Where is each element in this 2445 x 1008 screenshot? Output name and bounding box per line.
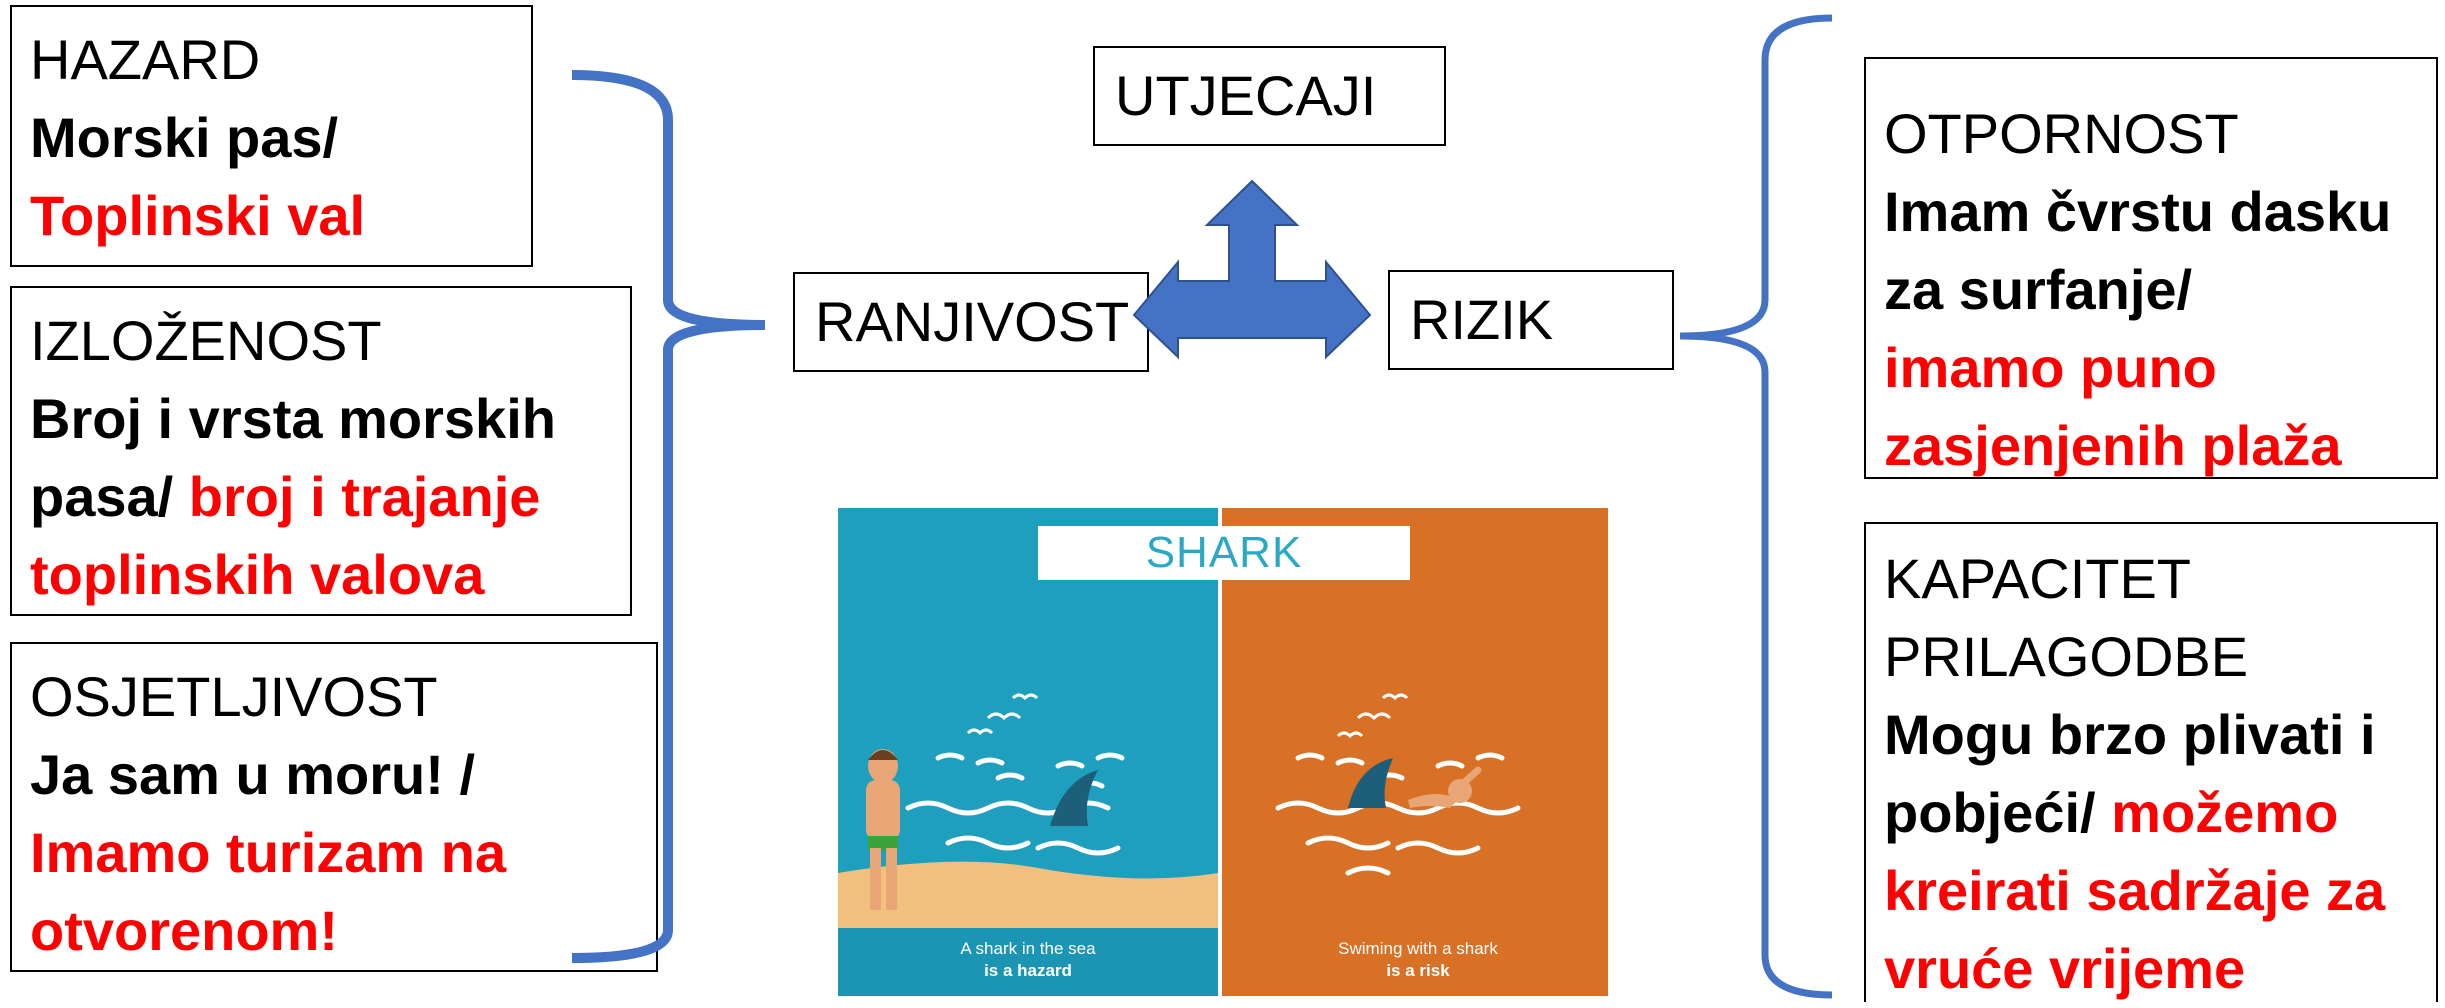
left-caption: A shark in the sea is a hazard <box>918 938 1138 982</box>
right-brace <box>1679 14 1833 999</box>
right-caption-line1: Swiming with a shark <box>1338 939 1498 958</box>
adaptive-capacity-title-1: KAPACITET <box>1884 547 2192 610</box>
resilience-box: OTPORNOST Imam čvrstu dasku za surfanje/… <box>1864 57 2438 479</box>
risk-label: RIZIK <box>1410 288 1554 351</box>
resilience-title: OTPORNOST <box>1884 102 2239 165</box>
adaptive-capacity-line2: pobjeći/ možemo <box>1884 774 2418 852</box>
vulnerability-box: RANJIVOST <box>793 272 1149 372</box>
sensitivity-line3: otvorenom! <box>30 899 338 962</box>
hazard-box: HAZARD Morski pas/ Toplinski val <box>10 5 533 267</box>
resilience-line1: Imam čvrstu dasku <box>1884 180 2392 243</box>
right-caption: Swiming with a shark is a risk <box>1298 938 1538 982</box>
exposure-line2: pasa/ broj i trajanje <box>30 458 612 536</box>
shark-illustration: SHARK A shark in the sea is a hazard Swi… <box>838 508 1608 996</box>
resilience-line3: imamo puno <box>1884 336 2217 399</box>
resilience-line4: zasjenjenih plaža <box>1884 414 2342 477</box>
risk-box: RIZIK <box>1388 270 1674 370</box>
vulnerability-label: RANJIVOST <box>815 290 1130 353</box>
adaptive-capacity-line2-red: možemo <box>2111 781 2339 844</box>
exposure-line2-black: pasa/ <box>30 465 189 528</box>
adaptive-capacity-box: KAPACITET PRILAGODBE Mogu brzo plivati i… <box>1864 522 2438 1002</box>
exposure-title: IZLOŽENOST <box>30 309 382 372</box>
sensitivity-box: OSJETLJIVOST Ja sam u moru! / Imamo turi… <box>10 642 658 972</box>
illustration-title: SHARK <box>1038 526 1410 580</box>
impacts-box: UTJECAJI <box>1093 46 1446 146</box>
exposure-box: IZLOŽENOST Broj i vrsta morskih pasa/ br… <box>10 286 632 616</box>
sensitivity-line2: Imamo turizam na <box>30 821 507 884</box>
resilience-line2: za surfanje/ <box>1884 258 2193 321</box>
left-caption-line1: A shark in the sea <box>960 939 1096 958</box>
adaptive-capacity-line4: vruće vrijeme <box>1884 937 2246 1000</box>
adaptive-capacity-line3: kreirati sadržaje za <box>1884 859 2386 922</box>
adaptive-capacity-line1: Mogu brzo plivati i <box>1884 703 2376 766</box>
hazard-example-heatwave: Toplinski val <box>30 184 366 247</box>
exposure-line1: Broj i vrsta morskih <box>30 387 556 450</box>
adaptive-capacity-line2-black: pobjeći/ <box>1884 781 2112 844</box>
sensitivity-line1: Ja sam u moru! / <box>30 743 476 806</box>
three-way-arrow-icon <box>1132 179 1372 360</box>
impacts-label: UTJECAJI <box>1115 64 1377 127</box>
left-caption-line2: is a hazard <box>984 961 1072 980</box>
left-brace <box>571 70 766 963</box>
exposure-line3: toplinskih valova <box>30 543 485 606</box>
exposure-line2-red: broj i trajanje <box>188 465 541 528</box>
hazard-example-shark: Morski pas/ <box>30 106 339 169</box>
sensitivity-title: OSJETLJIVOST <box>30 665 438 728</box>
adaptive-capacity-title-2: PRILAGODBE <box>1884 625 2249 688</box>
shark-scene <box>838 508 1608 996</box>
hazard-title: HAZARD <box>30 28 261 91</box>
right-caption-line2: is a risk <box>1386 961 1450 980</box>
